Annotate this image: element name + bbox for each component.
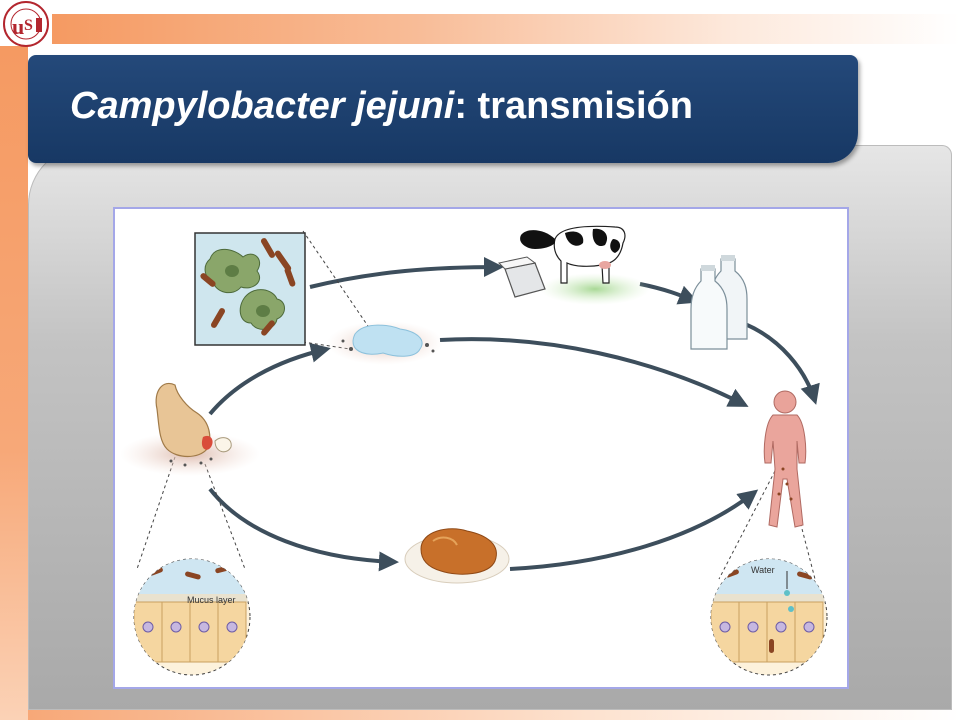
university-logo: u S bbox=[3, 1, 49, 47]
svg-text:u: u bbox=[12, 14, 24, 39]
arrow-puddle-to-human bbox=[439, 337, 749, 407]
water-label: Water bbox=[751, 565, 775, 575]
human-figure-icon bbox=[763, 390, 807, 528]
milk-bottles-icon bbox=[690, 255, 748, 350]
puddle-icon bbox=[327, 321, 443, 365]
transmission-figure: Mucus layer bbox=[113, 207, 849, 689]
title-italic: Campylobacter jejuni bbox=[70, 85, 455, 127]
bottom-decor-band bbox=[28, 708, 960, 720]
svg-text:S: S bbox=[24, 17, 33, 34]
slide-title: Campylobacter jejuni: transmisión bbox=[70, 85, 693, 128]
arrow-inset-to-cow bbox=[309, 257, 504, 289]
title-bar: Campylobacter jejuni: transmisión bbox=[28, 55, 858, 163]
title-rest: : transmisión bbox=[454, 85, 693, 127]
amoeba-inset bbox=[194, 232, 306, 346]
mucus-layer-label: Mucus layer bbox=[187, 595, 236, 605]
arrow-chicken-to-roast bbox=[208, 487, 399, 572]
intestine-human-inset: Water bbox=[710, 558, 828, 676]
roast-chicken-icon bbox=[404, 528, 510, 584]
left-decor-bar bbox=[0, 46, 28, 720]
top-decor-band bbox=[52, 14, 960, 44]
intestine-chicken-inset: Mucus layer bbox=[133, 558, 251, 676]
arrow-milk-to-human bbox=[744, 322, 820, 405]
arrow-chicken-to-puddle bbox=[208, 342, 331, 416]
arrow-roast-to-human bbox=[509, 489, 759, 571]
feed-trough-icon bbox=[497, 256, 546, 298]
chicken-icon bbox=[120, 382, 260, 476]
cow-icon bbox=[520, 225, 650, 305]
